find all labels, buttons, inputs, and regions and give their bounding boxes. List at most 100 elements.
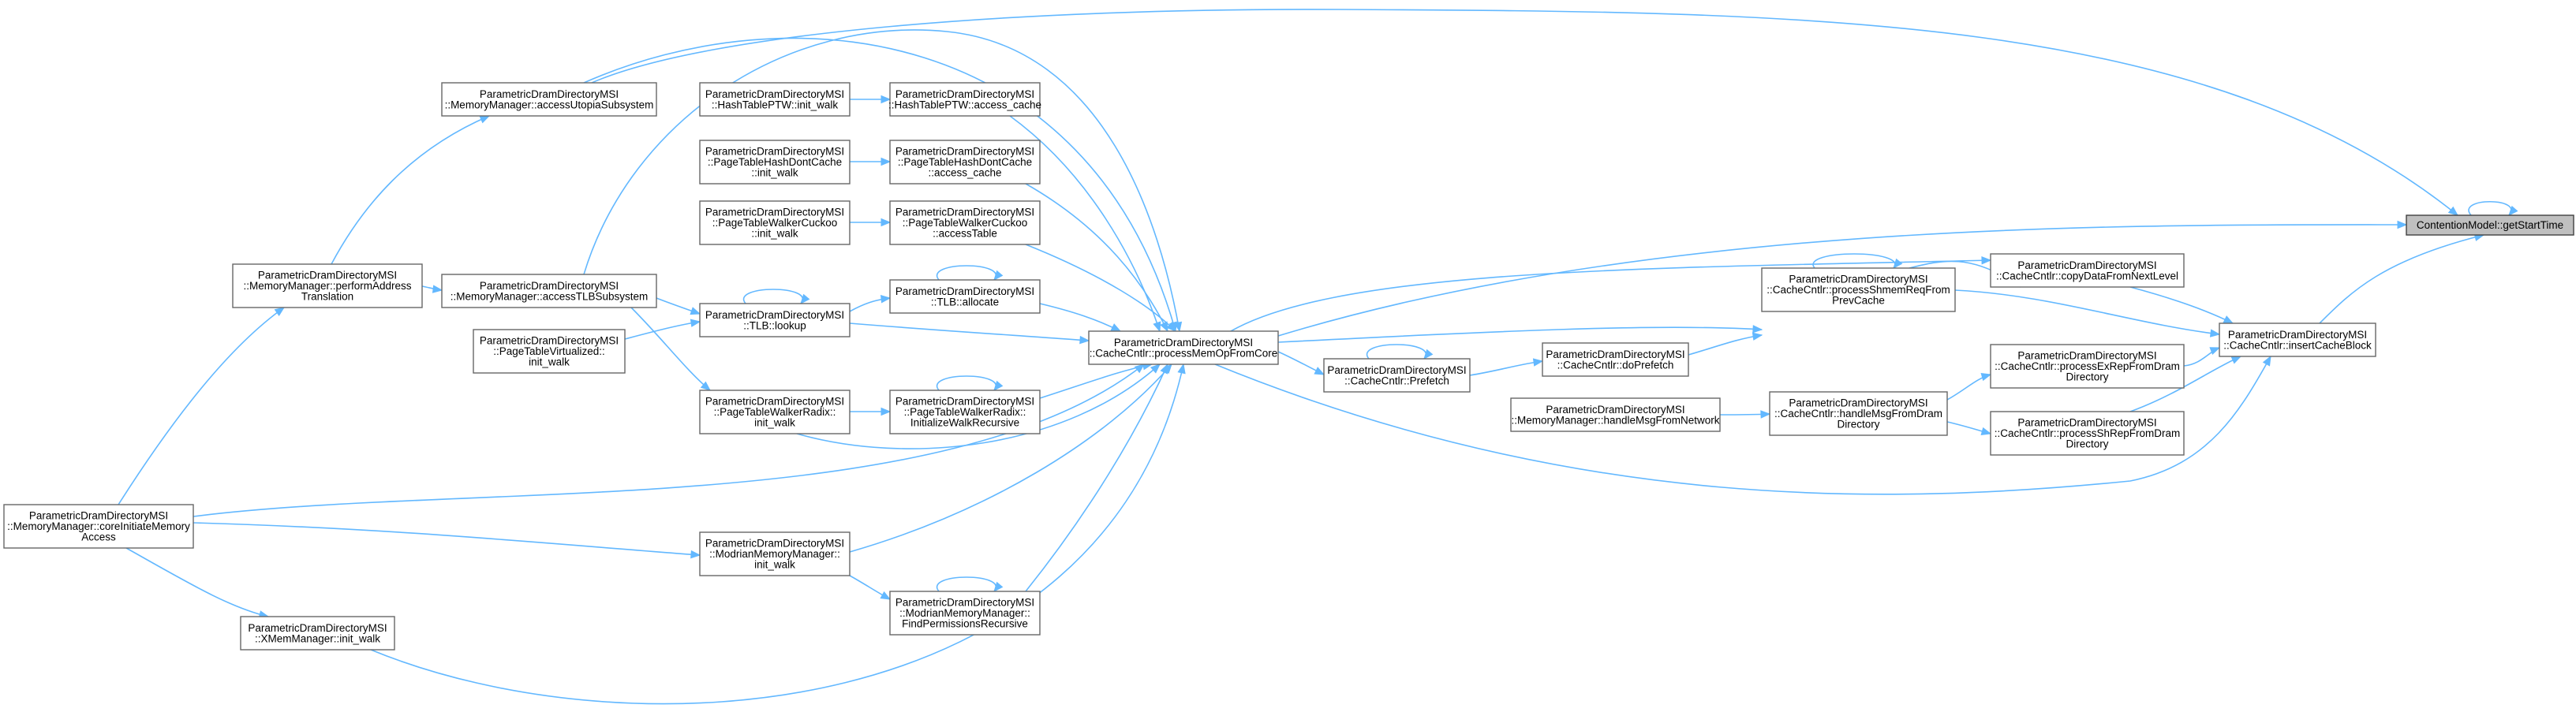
node-box xyxy=(1323,358,1471,393)
edge-do-prefetch-to-process-shmem-req xyxy=(1688,332,1763,356)
edge-line xyxy=(936,375,997,391)
node-label-line: init_walk xyxy=(529,356,570,368)
node-virt-init[interactable]: ParametricDramDirectoryMSI::PageTableVir… xyxy=(473,329,626,374)
node-process-ex-rep[interactable]: ParametricDramDirectoryMSI::CacheCntlr::… xyxy=(1990,344,2185,389)
node-tlb-lookup[interactable]: ParametricDramDirectoryMSI::TLB::lookup xyxy=(699,303,851,337)
edge-prefetch-to-prefetch xyxy=(1366,344,1434,360)
node-handle-msg-from-network[interactable]: ParametricDramDirectoryMSI::MemoryManage… xyxy=(1510,397,1721,432)
node-radix-init[interactable]: ParametricDramDirectoryMSI::PageTableWal… xyxy=(699,390,851,434)
edge-line xyxy=(1469,360,1543,376)
node-modrian-init[interactable]: ParametricDramDirectoryMSI::ModrianMemor… xyxy=(699,531,851,576)
edge-line xyxy=(331,115,490,265)
edge-line xyxy=(583,37,1176,332)
edge-tlb-lookup-to-process-mem-op xyxy=(849,322,1090,345)
node-radix-init-rec[interactable]: ParametricDramDirectoryMSI::PageTableWal… xyxy=(889,390,1041,434)
edge-radix-init-to-radix-init-rec xyxy=(850,407,892,416)
node-access-utopia[interactable]: ParametricDramDirectoryMSI::MemoryManage… xyxy=(441,82,657,117)
edge-line xyxy=(624,321,701,340)
node-label-line: ParametricDramDirectoryMSI xyxy=(2017,259,2156,271)
node-box xyxy=(889,591,1041,636)
edge-process-ex-rep-to-insert-cache-block xyxy=(2183,347,2221,367)
edge-line xyxy=(630,307,711,391)
node-label-line: PrevCache xyxy=(1832,295,1885,307)
node-do-prefetch[interactable]: ParametricDramDirectoryMSI::CacheCntlr::… xyxy=(1542,342,1689,377)
node-get-start-time[interactable]: ContentionModel::getStartTime xyxy=(2406,214,2574,236)
node-tlb-allocate[interactable]: ParametricDramDirectoryMSI::TLB::allocat… xyxy=(889,279,1041,314)
edge-virt-init-to-tlb-lookup xyxy=(624,319,701,340)
edge-arrowhead xyxy=(1153,321,1161,333)
node-label-line: ParametricDramDirectoryMSI xyxy=(2017,350,2156,362)
edge-arrowhead xyxy=(1760,410,1771,419)
edge-hdc-init-to-access-cache-hdc xyxy=(850,157,892,166)
node-label-line: ParametricDramDirectoryMSI xyxy=(1546,349,1684,360)
edge-line xyxy=(591,9,2458,216)
edge-access-tlbsub-to-process-mem-op xyxy=(583,29,1183,333)
edge-arrowhead xyxy=(2209,329,2221,337)
node-find-perm-rec[interactable]: ParametricDramDirectoryMSI::ModrianMemor… xyxy=(889,591,1041,636)
node-access-cache-htp[interactable]: ParametricDramDirectoryMSI::HashTablePTW… xyxy=(888,82,1041,117)
edge-process-mem-op-to-copy-data-from-next-level xyxy=(1230,256,1992,332)
node-label-line: init_walk xyxy=(754,417,795,429)
edge-perform-addr-to-access-utopia xyxy=(331,115,491,265)
node-label-line: ::TLB::allocate xyxy=(931,296,999,308)
node-htp-init[interactable]: ParametricDramDirectoryMSI::HashTablePTW… xyxy=(699,82,851,117)
node-access-tlbsub[interactable]: ParametricDramDirectoryMSI::MemoryManage… xyxy=(441,274,657,308)
node-box xyxy=(889,140,1041,185)
node-label-line: ::XMemManager::init_walk xyxy=(255,632,380,644)
node-perform-addr[interactable]: ParametricDramDirectoryMSI::MemoryManage… xyxy=(232,263,423,308)
edge-line xyxy=(1039,364,1153,399)
node-process-shmem-req[interactable]: ParametricDramDirectoryMSI::CacheCntlr::… xyxy=(1761,267,1956,312)
node-label-line: ParametricDramDirectoryMSI xyxy=(1327,364,1466,376)
edge-tlb-lookup-to-tlb-lookup xyxy=(742,289,810,305)
node-label-line: ParametricDramDirectoryMSI xyxy=(705,396,844,408)
edge-line xyxy=(1039,303,1121,332)
node-cuckoo-init[interactable]: ParametricDramDirectoryMSI::PageTableWal… xyxy=(699,200,851,245)
node-handle-msg-from-dram[interactable]: ParametricDramDirectoryMSI::CacheCntlr::… xyxy=(1769,391,1948,436)
edge-arrowhead xyxy=(1079,335,1090,345)
node-box xyxy=(699,303,851,337)
node-label-line: ::MemoryManager::coreInitiateMemory xyxy=(7,520,190,532)
node-label-line: ::HashTablePTW::access_cache xyxy=(888,99,1041,110)
edge-arrowhead xyxy=(800,293,810,305)
node-label-line: ParametricDramDirectoryMSI xyxy=(895,285,1034,297)
edge-arrowhead xyxy=(993,380,1004,392)
node-label-line: ParametricDramDirectoryMSI xyxy=(2228,329,2367,341)
node-label-line: ParametricDramDirectoryMSI xyxy=(248,622,387,634)
node-label-line: ParametricDramDirectoryMSI xyxy=(480,335,619,347)
edge-arrowhead xyxy=(1160,321,1168,333)
node-access-table-cuckoo[interactable]: ParametricDramDirectoryMSI::PageTableWal… xyxy=(889,200,1041,245)
node-access-cache-hdc[interactable]: ParametricDramDirectoryMSI::PageTableHas… xyxy=(889,140,1041,185)
node-box xyxy=(1510,397,1721,432)
edge-process-mem-op-to-process-shmem-req xyxy=(1277,325,1763,343)
node-label-line: ::init_walk xyxy=(751,167,798,179)
node-core-initiate[interactable]: ParametricDramDirectoryMSI::MemoryManage… xyxy=(3,504,194,549)
edge-access-tlbsub-to-radix-init xyxy=(630,307,712,391)
node-hdc-init[interactable]: ParametricDramDirectoryMSI::PageTableHas… xyxy=(699,140,851,185)
node-box xyxy=(441,82,657,117)
node-label-line: ::CacheCntlr::copyDataFromNextLevel xyxy=(1996,270,2178,281)
node-label-line: ParametricDramDirectoryMSI xyxy=(1114,337,1253,349)
edge-radix-init-rec-to-process-mem-op xyxy=(1039,362,1153,399)
edge-line xyxy=(936,576,997,592)
node-label-line: ::MemoryManager::accessTLBSubsystem xyxy=(451,290,649,302)
edge-radix-init-to-process-mem-op xyxy=(796,364,1161,449)
edge-prefetch-to-do-prefetch xyxy=(1469,358,1544,376)
node-label-line: ParametricDramDirectoryMSI xyxy=(895,396,1034,408)
edge-arrowhead xyxy=(2209,347,2221,356)
node-copy-data-from-next-level[interactable]: ParametricDramDirectoryMSI::CacheCntlr::… xyxy=(1990,253,2185,288)
edge-arrowhead xyxy=(880,157,892,166)
node-insert-cache-block[interactable]: ParametricDramDirectoryMSI::CacheCntlr::… xyxy=(2219,322,2376,357)
node-process-mem-op[interactable]: ParametricDramDirectoryMSI::CacheCntlr::… xyxy=(1088,330,1279,365)
node-box xyxy=(699,200,851,245)
node-label-line: ::init_walk xyxy=(751,228,798,240)
node-xmem-init[interactable]: ParametricDramDirectoryMSI::XMemManager:… xyxy=(240,616,395,651)
edge-access-utopia-to-process-mem-op xyxy=(583,37,1177,333)
node-label-line: ParametricDramDirectoryMSI xyxy=(895,146,1034,158)
edge-arrowhead xyxy=(1752,332,1763,341)
edge-line xyxy=(193,364,1145,517)
node-prefetch[interactable]: ParametricDramDirectoryMSI::CacheCntlr::… xyxy=(1323,358,1471,393)
node-label-line: Access xyxy=(81,531,116,543)
node-box xyxy=(889,279,1041,314)
edge-line xyxy=(2319,234,2484,324)
node-process-sh-rep[interactable]: ParametricDramDirectoryMSI::CacheCntlr::… xyxy=(1990,411,2185,456)
